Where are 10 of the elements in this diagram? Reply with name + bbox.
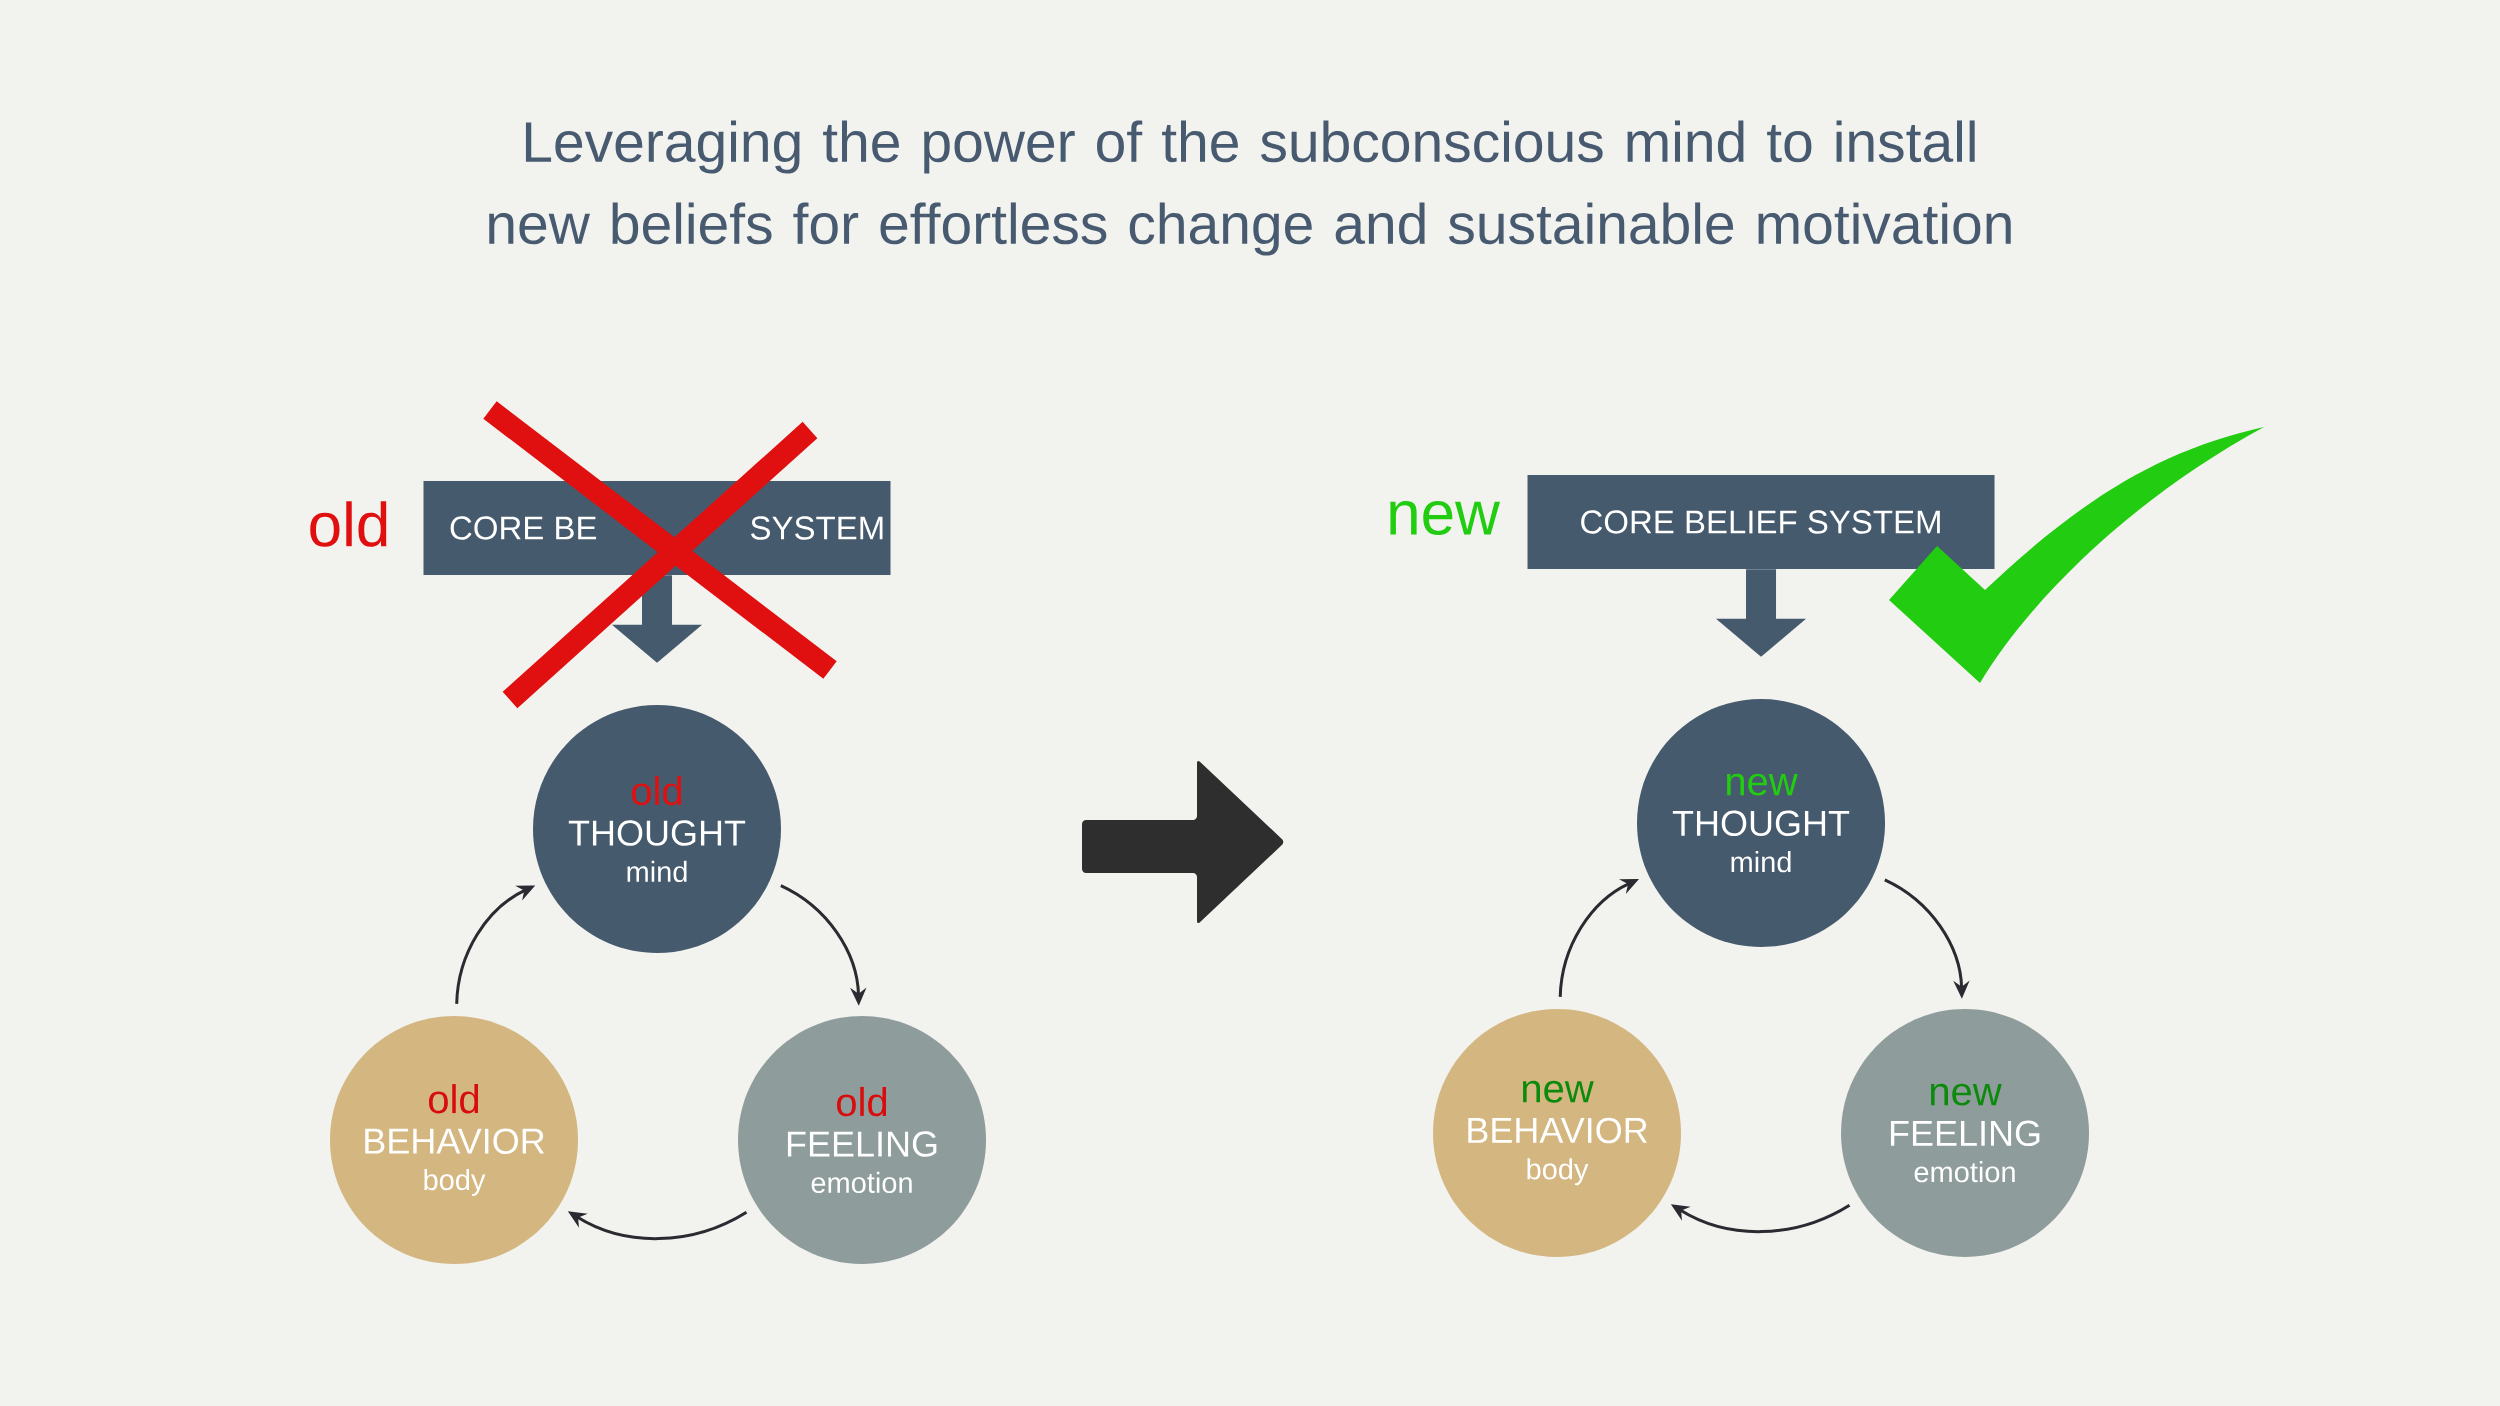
- circle-node: old BEHAVIOR body: [330, 1016, 578, 1264]
- circle-node: new BEHAVIOR body: [1433, 1009, 1681, 1257]
- circle-node: new THOUGHT mind: [1637, 699, 1885, 947]
- side-label: old: [310, 501, 387, 547]
- circle-node: old THOUGHT mind: [533, 705, 781, 953]
- core-belief-box: CORE BELIEF SYSTEM: [1527, 475, 1995, 569]
- circle-node: old FEELING emotion: [738, 1016, 986, 1264]
- circle-node: new FEELING emotion: [1841, 1009, 2090, 1257]
- title: Leveraging the power of the subconscious mind to install new beliefs for effortless change and sustainable motivation: [489, 120, 2011, 256]
- side-label: new: [1390, 501, 1500, 535]
